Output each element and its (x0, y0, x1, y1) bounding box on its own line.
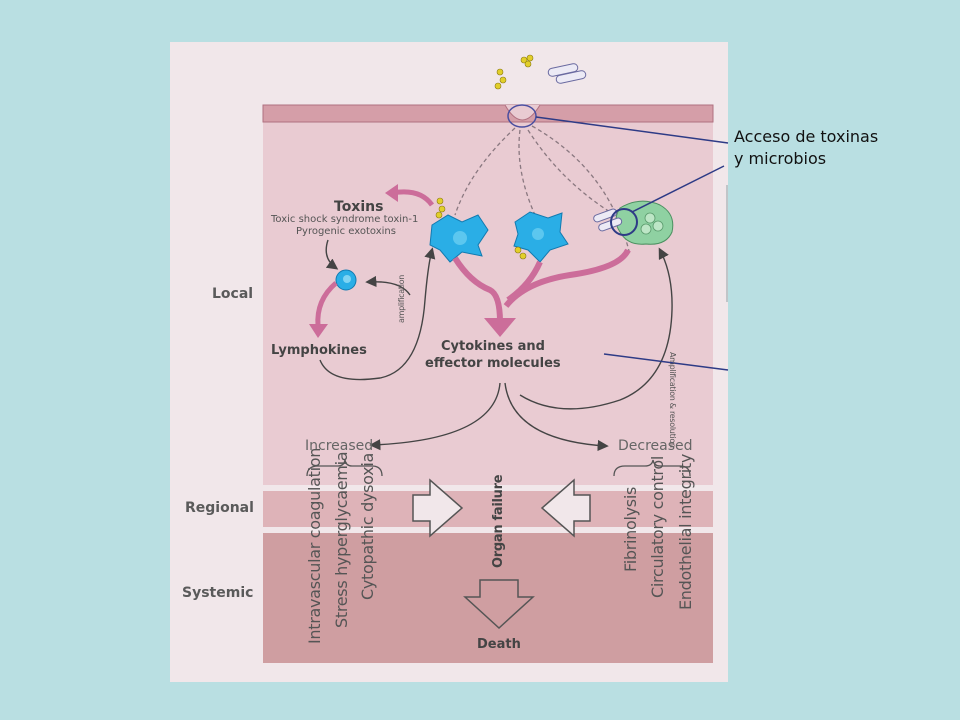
increased-bracket (306, 459, 383, 477)
microbes (547, 63, 587, 84)
decreased-bracket (613, 459, 691, 477)
toxin-release-arrowhead (385, 184, 398, 202)
increased-item-3: Cytopathic dysoxia (358, 453, 377, 600)
macrophage-cell (615, 200, 674, 245)
epithelial-membrane (262, 104, 714, 123)
dashed-entry-paths (454, 125, 631, 256)
increased-label: Increased (305, 438, 374, 454)
lymphokine-arrowhead (309, 324, 328, 338)
decreased-to-organ-arrow (540, 478, 591, 538)
macrophage-highlight-circle (610, 208, 638, 236)
toxins-line-2: Pyrogenic exotoxins (296, 226, 396, 237)
increased-arrow (369, 382, 501, 451)
callout-text: Acceso de toxinas y microbios (734, 126, 878, 170)
increased-to-organ-arrow (412, 478, 464, 538)
decreased-item-1: Fibrinolysis (621, 486, 640, 572)
organ-failure-label: Organ failure (491, 474, 506, 568)
entry-point-circle (507, 104, 537, 128)
decreased-item-2: Circulatory control (648, 456, 667, 598)
local-band (263, 105, 713, 485)
zone-systemic-label: Systemic (182, 585, 254, 601)
toxins-line-1: Toxic shock syndrome toxin-1 (271, 214, 419, 225)
callout-line-entry (535, 116, 729, 144)
regional-band (263, 491, 713, 527)
immune-cell-2-nucleus (532, 228, 544, 240)
cytokine-arrow-3 (503, 248, 631, 308)
decreased-label: Decreased (618, 438, 693, 454)
callout-line-macrophage (631, 165, 725, 213)
cytokine-arrowhead (484, 318, 516, 337)
death-label: Death (477, 637, 521, 652)
lymphocyte-nucleus (343, 275, 351, 283)
cytokine-arrow-1 (452, 256, 503, 323)
immune-cell-1-nucleus (453, 231, 467, 245)
decreased-item-3: Endothelial integrity (676, 453, 695, 610)
zone-regional-label: Regional (185, 500, 254, 516)
macrophage-vacuoles (640, 212, 664, 235)
toxin-to-lymphocyte-arrow (325, 239, 339, 270)
phagocytosed-microbes (593, 208, 623, 232)
cytokines-line-2: effector molecules (425, 356, 561, 371)
increased-item-2: Stress hyperglycaemia (332, 451, 351, 628)
lymphokine-feedback-arrow (319, 247, 436, 381)
callout-line-2: y microbios (734, 149, 827, 168)
lymphokine-arrow (315, 281, 338, 327)
membrane-breach (504, 104, 541, 121)
amplification-arrow (365, 275, 411, 296)
amplification-label: amplification (397, 275, 406, 323)
lymphokines-label: Lymphokines (271, 343, 367, 358)
callout-line-1: Acceso de toxinas (734, 127, 879, 146)
toxins-title: Toxins (334, 199, 384, 215)
increased-item-1: Intravascular coagulation (305, 447, 324, 644)
organ-to-death-arrow (463, 579, 535, 630)
decreased-arrow (504, 382, 609, 452)
cytokines-line-1: Cytokines and (441, 339, 545, 354)
toxin-particles (494, 54, 534, 90)
zone-local-label: Local (212, 286, 254, 302)
callout-line-cytokines (603, 353, 729, 371)
bound-toxins (435, 197, 527, 260)
amplification-resolution-label: Amplification & resolution (668, 352, 677, 448)
amplification-resolution-arrow (519, 247, 673, 410)
